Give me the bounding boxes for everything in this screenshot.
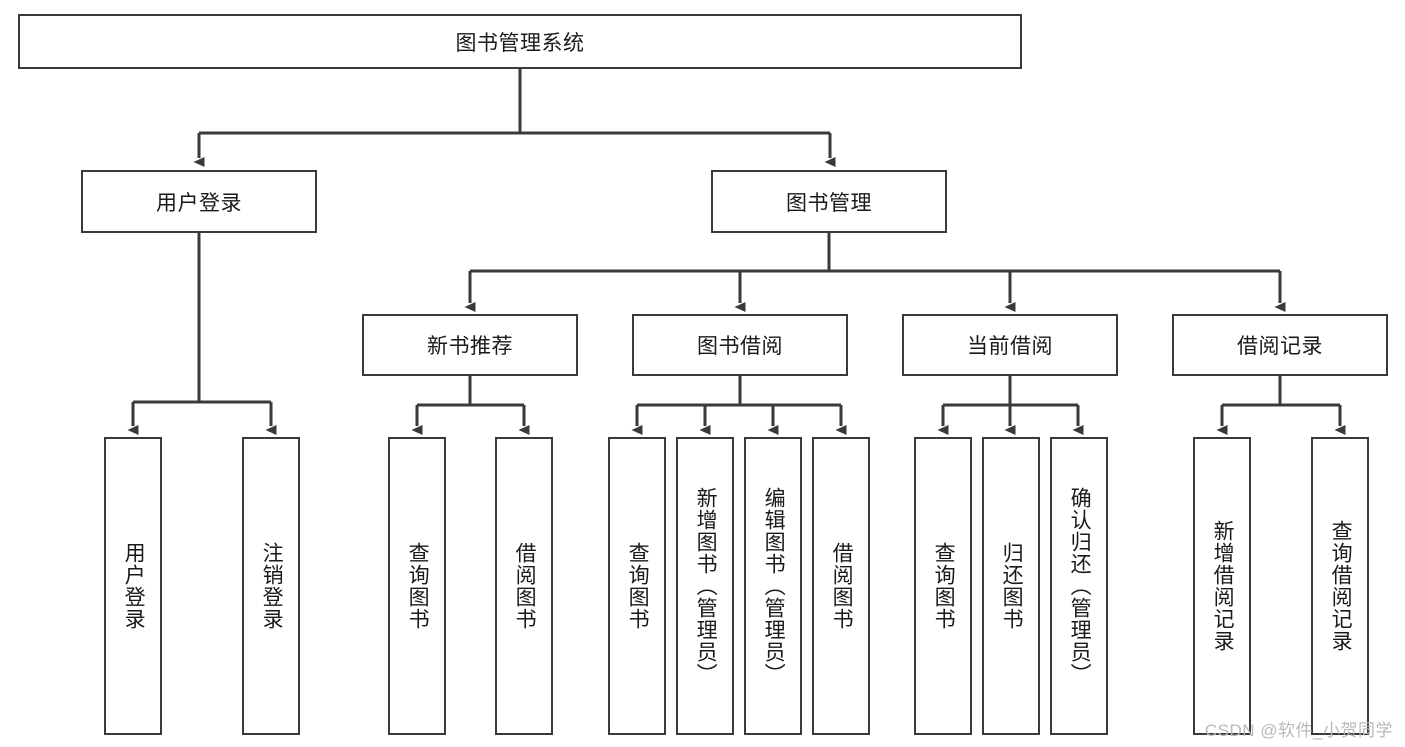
- node-leaf-edit-book-label: 编辑图书（管理员）: [762, 487, 786, 685]
- node-leaf-borrow-book-1[interactable]: 借阅图书: [495, 437, 553, 735]
- node-leaf-user-login-label: 用户登录: [122, 542, 146, 630]
- node-leaf-user-logout[interactable]: 注销登录: [242, 437, 300, 735]
- node-user-login-label: 用户登录: [156, 191, 242, 215]
- node-leaf-add-book-label: 新增图书（管理员）: [694, 487, 718, 685]
- node-root[interactable]: 图书管理系统: [18, 14, 1022, 69]
- node-leaf-user-logout-label: 注销登录: [260, 542, 284, 630]
- node-leaf-borrow-book-2[interactable]: 借阅图书: [812, 437, 870, 735]
- node-leaf-add-record-label: 新增借阅记录: [1211, 520, 1235, 652]
- node-leaf-query-book-2[interactable]: 查询图书: [608, 437, 666, 735]
- node-leaf-add-book[interactable]: 新增图书（管理员）: [676, 437, 734, 735]
- node-root-label: 图书管理系统: [455, 31, 585, 55]
- node-leaf-query-book-1-label: 查询图书: [406, 542, 430, 630]
- node-leaf-add-record[interactable]: 新增借阅记录: [1193, 437, 1251, 735]
- node-leaf-query-record-label: 查询借阅记录: [1329, 520, 1353, 652]
- node-leaf-return-book[interactable]: 归还图书: [982, 437, 1040, 735]
- node-leaf-user-login[interactable]: 用户登录: [104, 437, 162, 735]
- node-book-borrow[interactable]: 图书借阅: [632, 314, 848, 376]
- node-book-manage-label: 图书管理: [786, 191, 872, 215]
- node-new-book-recommend-label: 新书推荐: [427, 335, 513, 358]
- node-user-login[interactable]: 用户登录: [81, 170, 317, 233]
- node-leaf-query-book-3[interactable]: 查询图书: [914, 437, 972, 735]
- node-new-book-recommend[interactable]: 新书推荐: [362, 314, 578, 376]
- node-leaf-query-book-3-label: 查询图书: [932, 542, 956, 630]
- node-leaf-confirm-return-label: 确认归还（管理员）: [1068, 487, 1092, 685]
- csdn-watermark: CSDN @软件_小贺同学: [1204, 721, 1393, 740]
- node-leaf-edit-book[interactable]: 编辑图书（管理员）: [744, 437, 802, 735]
- node-leaf-confirm-return[interactable]: 确认归还（管理员）: [1050, 437, 1108, 735]
- node-borrow-record[interactable]: 借阅记录: [1172, 314, 1388, 376]
- node-leaf-borrow-book-2-label: 借阅图书: [830, 542, 854, 630]
- node-leaf-query-book-2-label: 查询图书: [626, 542, 650, 630]
- node-leaf-borrow-book-1-label: 借阅图书: [513, 542, 537, 630]
- node-borrow-record-label: 借阅记录: [1237, 335, 1323, 358]
- node-book-manage[interactable]: 图书管理: [711, 170, 947, 233]
- node-leaf-return-book-label: 归还图书: [1000, 542, 1024, 630]
- node-leaf-query-record[interactable]: 查询借阅记录: [1311, 437, 1369, 735]
- node-leaf-query-book-1[interactable]: 查询图书: [388, 437, 446, 735]
- node-current-borrow[interactable]: 当前借阅: [902, 314, 1118, 376]
- node-book-borrow-label: 图书借阅: [697, 335, 783, 358]
- node-current-borrow-label: 当前借阅: [967, 335, 1053, 358]
